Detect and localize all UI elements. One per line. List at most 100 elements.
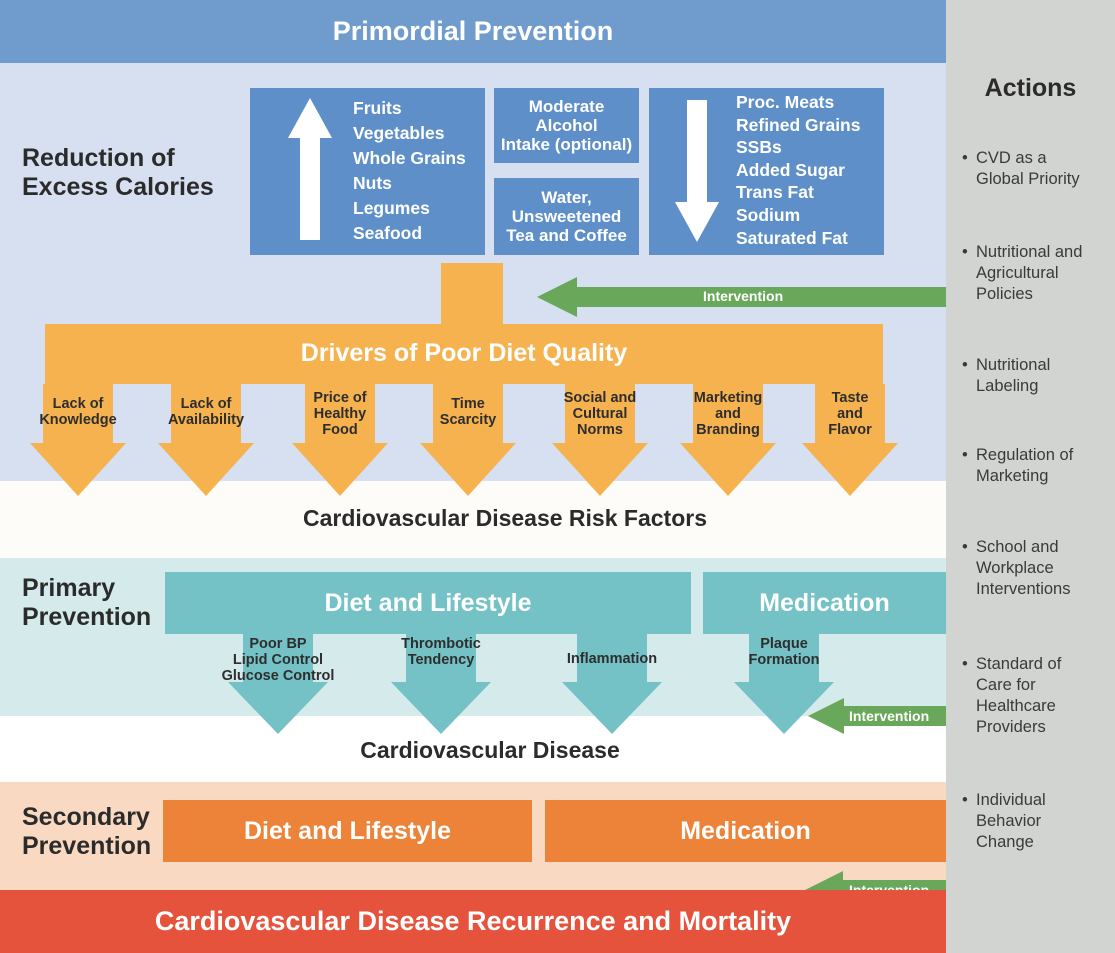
primary-diet-lifestyle-box: Diet and Lifestyle xyxy=(165,572,691,634)
decrease-food-line: Proc. Meats xyxy=(736,92,835,112)
bullet-icon: • xyxy=(962,446,968,464)
moderate-alcohol-line: Moderate xyxy=(528,97,605,116)
driver-arrow xyxy=(802,384,898,496)
action-item-line: Global Priority xyxy=(976,170,1080,188)
primary-prevention-label: Primary Prevention xyxy=(22,574,152,631)
increase-food-line: Vegetables xyxy=(353,123,445,143)
driver-arrow xyxy=(292,384,388,496)
up-arrow-icon xyxy=(288,98,332,240)
driver-label-line: Price of xyxy=(313,390,367,406)
driver-arrow xyxy=(420,384,516,496)
action-item-line: Healthcare xyxy=(976,697,1056,715)
bullet-icon: • xyxy=(962,791,968,809)
driver-label-line: and xyxy=(715,406,741,422)
driver-arrow xyxy=(680,384,776,496)
moderate-alcohol-line: Intake (optional) xyxy=(500,135,633,154)
intervention-label-1: Intervention xyxy=(703,288,784,304)
driver-label-line: Norms xyxy=(577,422,623,438)
decrease-food-line: Refined Grains xyxy=(736,114,861,135)
bullet-icon: • xyxy=(962,655,968,673)
down-arrow-icon xyxy=(675,100,719,242)
increase-food-line: Legumes xyxy=(353,198,430,218)
decrease-food-line: Trans Fat xyxy=(736,182,814,203)
driver-arrow xyxy=(552,384,648,496)
action-item-line: Interventions xyxy=(976,580,1071,598)
water-tea-coffee-line: Unsweetened xyxy=(511,207,622,226)
reduction-of-excess-calories-label: Reduction of Excess Calories xyxy=(22,144,214,201)
water-tea-coffee-line: Water, xyxy=(541,188,592,207)
water-tea-coffee-line: Tea and Coffee xyxy=(506,226,627,245)
action-item-line: Individual xyxy=(976,791,1046,809)
bullet-icon: • xyxy=(962,243,968,261)
driver-label-line: Time xyxy=(451,396,485,412)
increase-food-line: Seafood xyxy=(353,223,423,243)
driver-label-line: Marketing xyxy=(693,390,763,406)
risk-factors-title: Cardiovascular Disease Risk Factors xyxy=(303,504,707,531)
risk-factors-zone xyxy=(0,481,946,558)
primary-pathway-label-line: Glucose Control xyxy=(221,668,335,684)
intervention-label-2: Intervention xyxy=(849,708,930,724)
primary-prevention-arrows xyxy=(228,634,834,734)
action-item-line: Providers xyxy=(976,718,1046,736)
driver-label-line: Lack of xyxy=(180,396,232,412)
action-item-line: Agricultural xyxy=(976,264,1059,282)
action-item-line: Care for xyxy=(976,676,1036,694)
driver-label-line: Taste xyxy=(831,390,869,406)
action-item-line: Policies xyxy=(976,285,1033,303)
increase-food-line: Fruits xyxy=(353,98,402,118)
action-item-line: Marketing xyxy=(976,467,1049,485)
driver-label-line: Healthy xyxy=(313,406,367,422)
primary-pathway-label-line: Plaque xyxy=(760,636,808,652)
primordial-prevention-header: Primordial Prevention xyxy=(0,0,946,63)
driver-label-line: Lack of xyxy=(52,396,104,412)
primary-pathway-label-line: Poor BP xyxy=(249,636,307,652)
action-item-text: Regulation of Marketing xyxy=(962,445,1112,487)
action-item: • Regulation of Marketing xyxy=(962,445,1112,487)
action-item-line: Workplace xyxy=(976,559,1054,577)
primary-pathway-arrow xyxy=(734,634,834,734)
driver-arrow xyxy=(30,384,126,496)
secondary-diet-lifestyle-box: Diet and Lifestyle xyxy=(163,800,532,862)
decrease-food-line: Added Sugar xyxy=(736,159,845,180)
driver-label-line: Flavor xyxy=(828,422,872,438)
bullet-icon: • xyxy=(962,356,968,374)
increase-food-line: Nuts xyxy=(353,173,392,193)
primary-pathway-arrow xyxy=(562,634,662,734)
primary-pathway-arrow xyxy=(391,634,491,734)
intervention-arrow-1 xyxy=(537,277,946,317)
primordial-prevention-title: Primordial Prevention xyxy=(332,16,614,46)
action-item-line: Nutritional xyxy=(976,356,1051,374)
driver-arrow xyxy=(158,384,254,496)
action-item-line: Regulation of xyxy=(976,446,1074,464)
action-item-line: Standard of xyxy=(976,655,1062,673)
action-item-line: Change xyxy=(976,833,1034,851)
driver-label-line: Scarcity xyxy=(439,412,497,428)
primary-pathway-label: Inflammation xyxy=(537,651,687,667)
action-item-line: Labeling xyxy=(976,377,1039,395)
increase-food-line: Whole Grains xyxy=(353,148,466,168)
decrease-food-line: Sodium xyxy=(736,204,801,225)
bullet-icon: • xyxy=(962,538,968,556)
